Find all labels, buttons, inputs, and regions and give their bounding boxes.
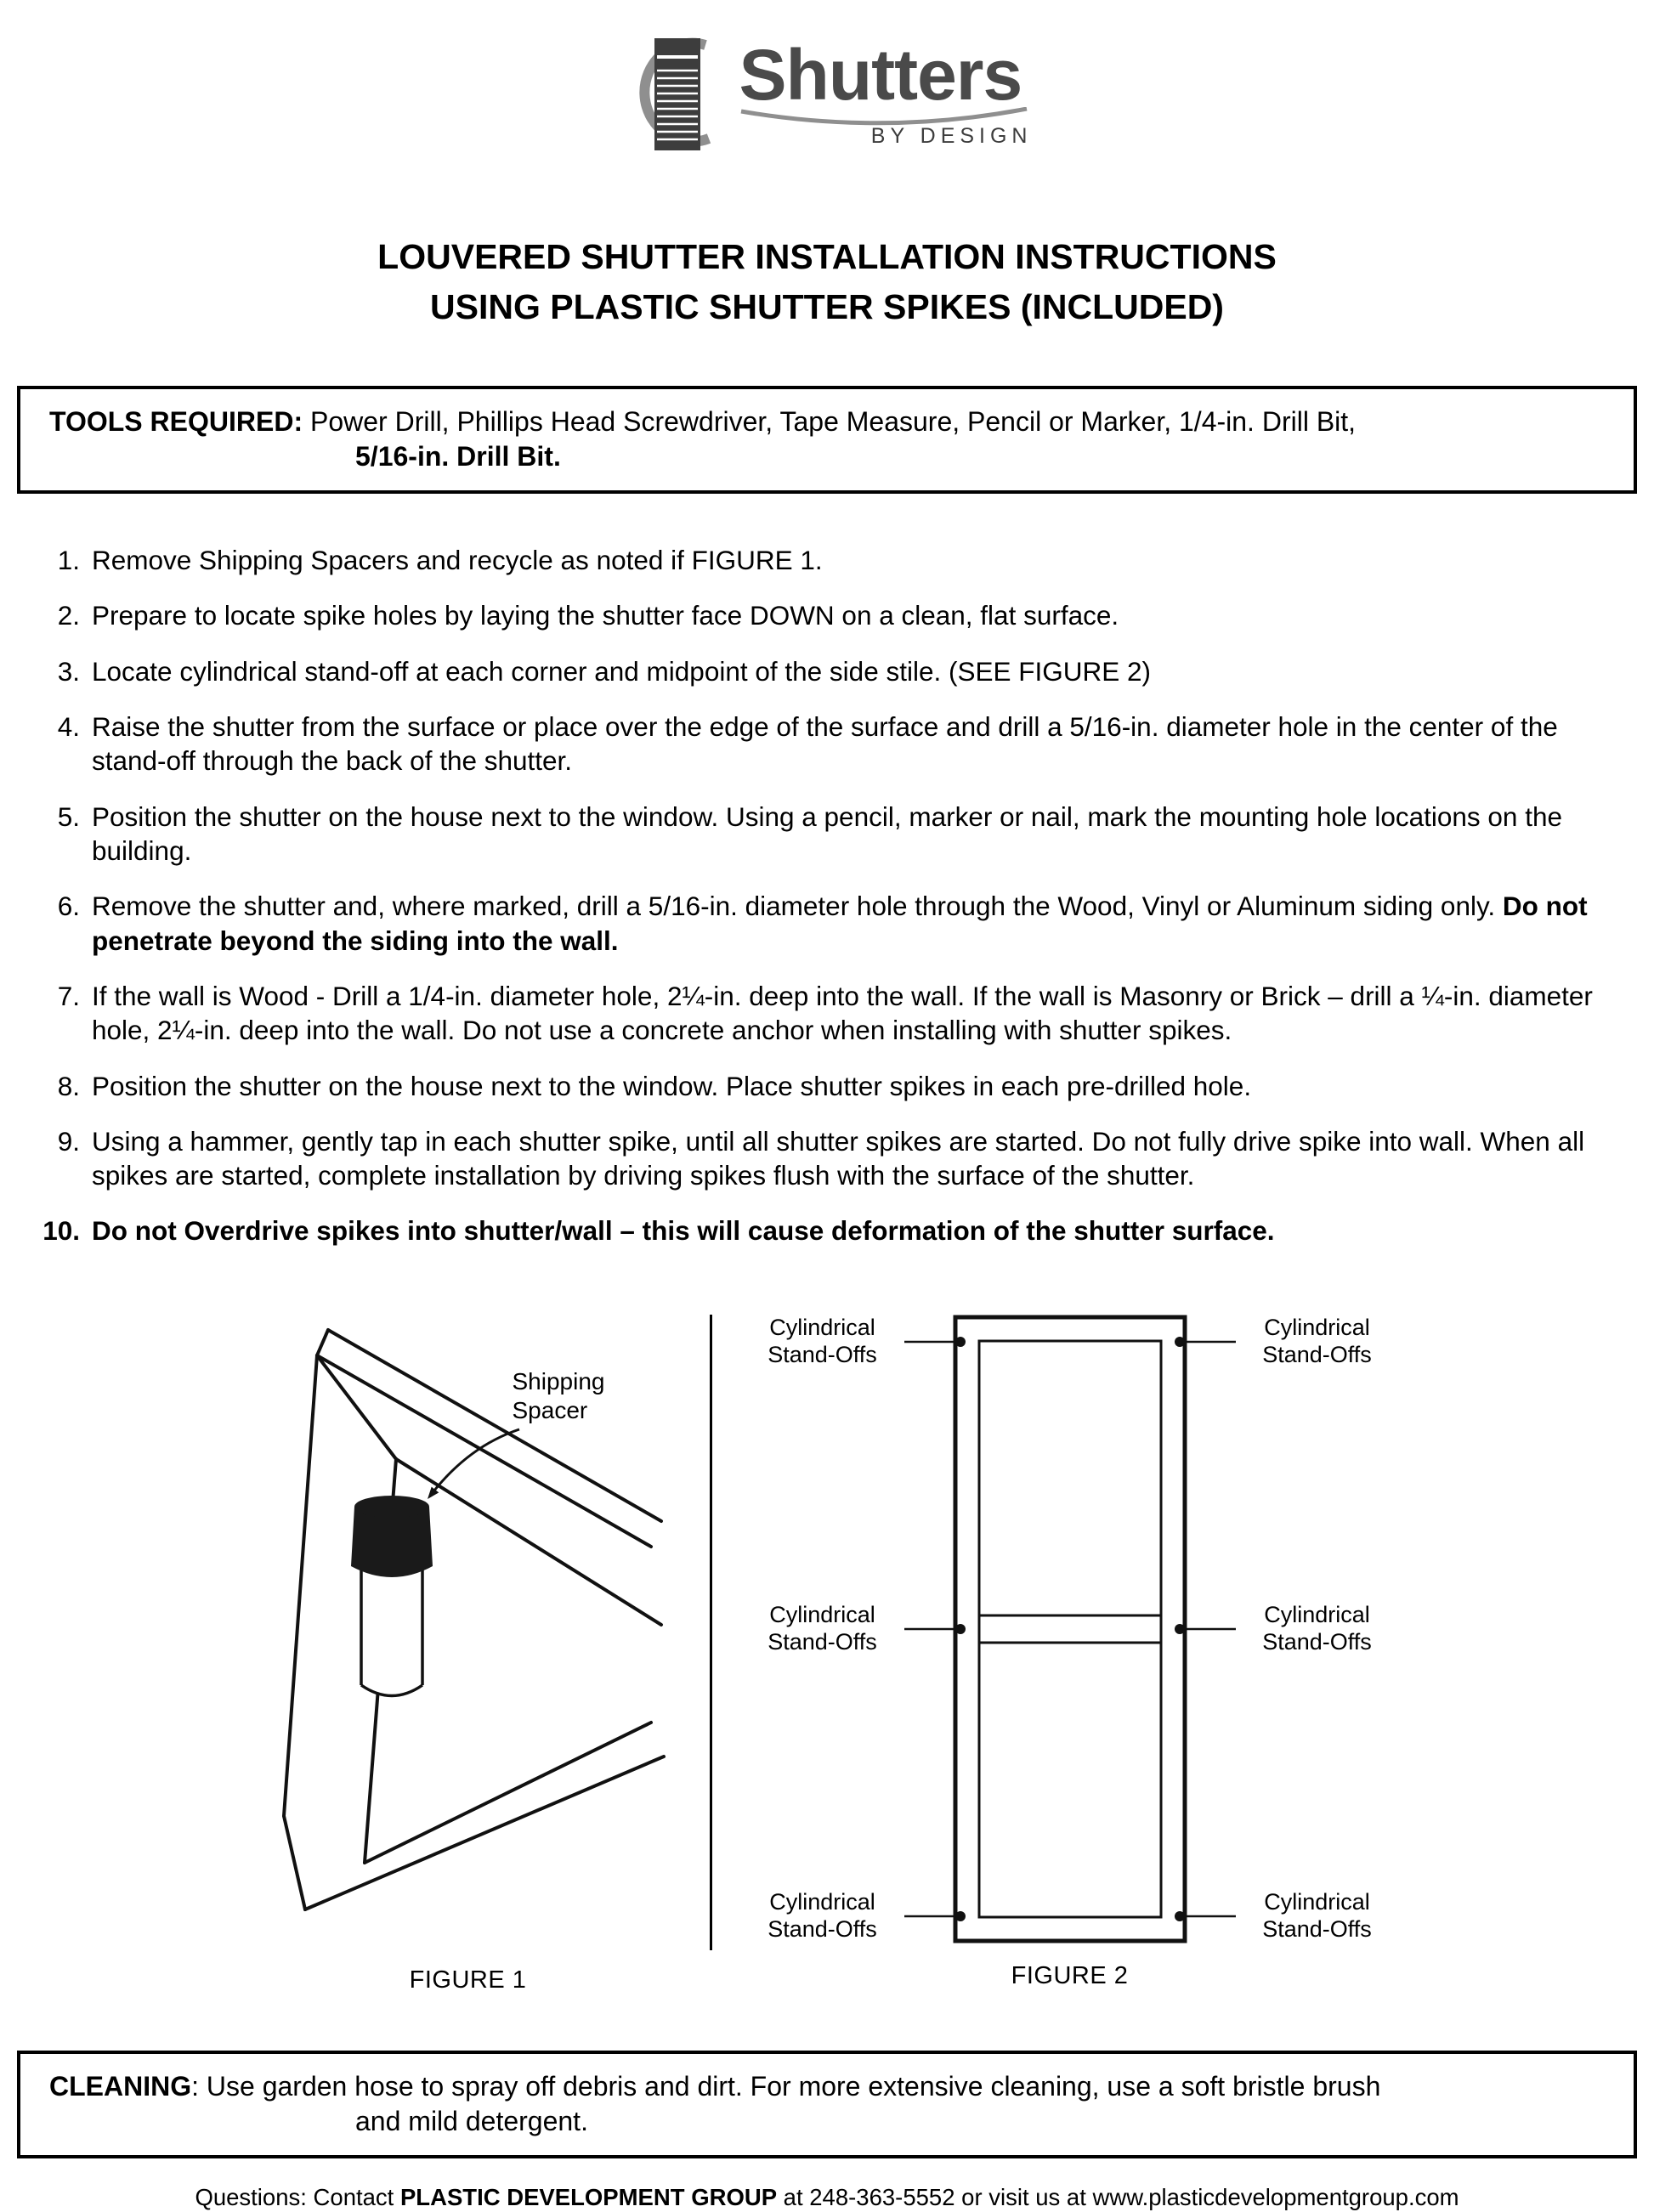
- step-text-normal: Prepare to locate spike holes by laying …: [92, 600, 1119, 631]
- step-text-normal: Remove Shipping Spacers and recycle as n…: [92, 545, 823, 576]
- instruction-step: 5. Position the shutter on the house nex…: [25, 800, 1595, 868]
- step-number: 4.: [57, 711, 80, 742]
- step-text-normal: Position the shutter on the house next t…: [92, 1070, 1252, 1101]
- shipping-spacer-drawing: [350, 1495, 433, 1697]
- figures-section: Shipping Spacer FIGURE 1 Cylindrical Sta…: [0, 1314, 1654, 1994]
- brand-tagline: BY DESIGN: [870, 123, 1033, 148]
- cleaning-line-1: : Use garden hose to spray off debris an…: [191, 2070, 1381, 2102]
- figure-2-canvas: Cylindrical Stand-Offs Cylindrical Stand…: [750, 1315, 1391, 1943]
- instruction-step: 4. Raise the shutter from the surface or…: [25, 710, 1595, 778]
- cleaning-box: CLEANING: Use garden hose to spray off d…: [17, 2050, 1637, 2158]
- step-text-bold: Do not Overdrive spikes into shutter/wal…: [92, 1215, 1275, 1247]
- step-text-normal: If the wall is Wood - Drill a 1/4-in. di…: [92, 980, 1593, 1046]
- standoff-label: Cylindrical Stand-Offs: [1262, 1889, 1372, 1942]
- footer-company: PLASTIC DEVELOPMENT GROUP: [399, 2183, 778, 2210]
- instruction-step: 6. Remove the shutter and, where marked,…: [25, 889, 1595, 958]
- figure-1-canvas: Shipping Spacer: [264, 1315, 672, 1948]
- step-text: If the wall is Wood - Drill a 1/4-in. di…: [92, 979, 1595, 1048]
- step-text-normal: Using a hammer, gently tap in each shutt…: [92, 1125, 1585, 1191]
- standoff-labels-right: Cylindrical Stand-Offs Cylindrical Stand…: [1244, 1315, 1391, 1943]
- cleaning-line-2: and mild detergent.: [355, 2106, 588, 2137]
- step-text: Remove Shipping Spacers and recycle as n…: [92, 543, 1595, 577]
- instruction-step: 9. Using a hammer, gently tap in each sh…: [25, 1124, 1595, 1193]
- tools-line-2: 5/16-in. Drill Bit.: [355, 441, 561, 472]
- shutter-inner-panel: [977, 1339, 1162, 1919]
- instruction-steps: 1. Remove Shipping Spacers and recycle a…: [25, 543, 1595, 1248]
- figure-2-caption: FIGURE 2: [1011, 1961, 1129, 1989]
- shutter-logo-icon: [638, 37, 711, 150]
- document-title: LOUVERED SHUTTER INSTALLATION INSTRUCTIO…: [0, 232, 1654, 333]
- step-text: Locate cylindrical stand-off at each cor…: [92, 654, 1595, 688]
- figure-2: Cylindrical Stand-Offs Cylindrical Stand…: [750, 1315, 1391, 1990]
- step-number: 1.: [57, 545, 80, 576]
- step-text: Position the shutter on the house next t…: [92, 1069, 1595, 1103]
- step-number: 5.: [57, 801, 80, 832]
- brand-name: Shutters: [739, 34, 1023, 115]
- step-text: Raise the shutter from the surface or pl…: [92, 710, 1595, 778]
- cleaning-label: CLEANING: [49, 2070, 192, 2102]
- step-number: 3.: [57, 655, 80, 687]
- step-number: 6.: [57, 891, 80, 922]
- logo: Shutters BY DESIGN: [0, 21, 1654, 166]
- footer-contact: Questions: Contact PLASTIC DEVELOPMENT G…: [0, 2184, 1654, 2211]
- standoff-dots: [954, 1336, 1185, 1921]
- tools-required-box: TOOLS REQUIRED: Power Drill, Phillips He…: [17, 385, 1637, 495]
- step-text-normal: Position the shutter on the house next t…: [92, 801, 1562, 866]
- logo-shutter-panel: [654, 38, 700, 150]
- spacer-callout-arrow: [427, 1428, 519, 1499]
- instruction-step: 3. Locate cylindrical stand-off at each …: [25, 654, 1595, 688]
- step-text-normal: Raise the shutter from the surface or pl…: [92, 711, 1558, 777]
- step-number: 2.: [57, 600, 80, 631]
- standoff-label: Cylindrical Stand-Offs: [1262, 1314, 1372, 1367]
- step-number: 7.: [57, 980, 80, 1011]
- step-text-normal: Locate cylindrical stand-off at each cor…: [92, 655, 1152, 687]
- standoff-labels-left: Cylindrical Stand-Offs Cylindrical Stand…: [750, 1315, 896, 1943]
- instruction-step: 8. Position the shutter on the house nex…: [25, 1069, 1595, 1103]
- shutter-outline: [953, 1315, 1187, 1943]
- tools-line-1: Power Drill, Phillips Head Screwdriver, …: [309, 405, 1357, 437]
- step-text-normal: Remove the shutter and, where marked, dr…: [92, 891, 1503, 922]
- step-text: Do not Overdrive spikes into shutter/wal…: [92, 1213, 1595, 1247]
- step-number: 9.: [57, 1125, 80, 1157]
- step-text: Remove the shutter and, where marked, dr…: [92, 889, 1595, 958]
- step-number: 10.: [42, 1215, 80, 1247]
- standoff-label: Cylindrical Stand-Offs: [768, 1889, 877, 1942]
- instruction-step: 10. Do not Overdrive spikes into shutter…: [25, 1213, 1595, 1247]
- figure2-shutter-drawing: [903, 1315, 1236, 1943]
- figure-1-caption: FIGURE 1: [409, 1966, 527, 1994]
- leader-lines: [903, 1340, 1236, 1917]
- instruction-step: 2. Prepare to locate spike holes by layi…: [25, 598, 1595, 632]
- logo-swoosh: [740, 106, 1027, 125]
- title-line-2: USING PLASTIC SHUTTER SPIKES (INCLUDED): [430, 287, 1224, 327]
- title-line-1: LOUVERED SHUTTER INSTALLATION INSTRUCTIO…: [377, 237, 1277, 276]
- standoff-label: Cylindrical Stand-Offs: [768, 1314, 877, 1367]
- figure-divider: [709, 1314, 712, 1950]
- tools-label: TOOLS REQUIRED:: [49, 405, 303, 437]
- footer-suffix: at 248-363-5552 or visit us at www.plast…: [777, 2183, 1459, 2210]
- instruction-step: 7. If the wall is Wood - Drill a 1/4-in.…: [25, 979, 1595, 1048]
- step-text: Position the shutter on the house next t…: [92, 800, 1595, 868]
- step-text-bold: Do not penetrate beyond the siding into …: [92, 891, 1588, 956]
- figure-1: Shipping Spacer FIGURE 1: [264, 1315, 672, 1994]
- figure1-frame-corner-drawing: [281, 1327, 666, 1911]
- standoff-label: Cylindrical Stand-Offs: [1262, 1601, 1372, 1655]
- footer-prefix: Questions: Contact: [195, 2183, 400, 2210]
- logo-text: Shutters BY DESIGN: [739, 39, 1033, 149]
- step-number: 8.: [57, 1070, 80, 1101]
- standoff-label: Cylindrical Stand-Offs: [768, 1601, 877, 1655]
- instruction-step: 1. Remove Shipping Spacers and recycle a…: [25, 543, 1595, 577]
- step-text: Using a hammer, gently tap in each shutt…: [92, 1124, 1595, 1193]
- shipping-spacer-label: Shipping Spacer: [512, 1367, 605, 1423]
- step-text: Prepare to locate spike holes by laying …: [92, 598, 1595, 632]
